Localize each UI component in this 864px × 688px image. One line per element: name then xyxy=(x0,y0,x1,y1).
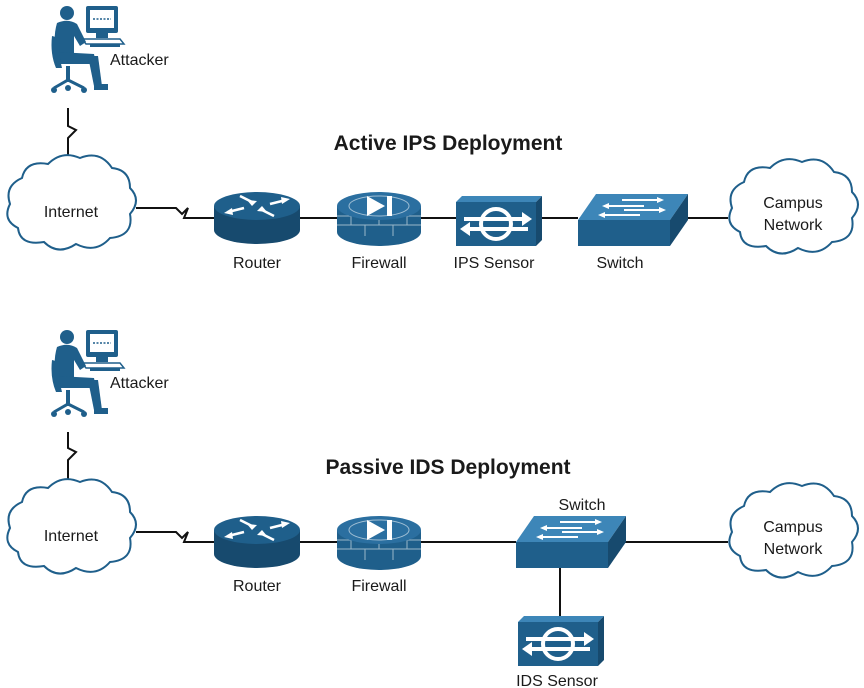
ids-sensor-label: IDS Sensor xyxy=(516,673,598,688)
ids-sensor-icon xyxy=(516,614,606,668)
internet-router-link xyxy=(136,531,214,543)
attacker-internet-link xyxy=(67,432,78,488)
passive-ids-section: Passive IDS Deployment Attacker Internet… xyxy=(6,328,859,688)
switch-label: Switch xyxy=(596,255,643,272)
firewall-icon xyxy=(336,515,422,571)
internet-label: Internet xyxy=(44,204,99,221)
ips-sensor-label: IPS Sensor xyxy=(454,255,536,272)
campus-label-line1: Campus xyxy=(763,519,823,536)
internet-label: Internet xyxy=(44,528,99,545)
firewall-label: Firewall xyxy=(351,578,406,595)
attacker-label: Attacker xyxy=(110,375,169,392)
router-label: Router xyxy=(233,255,282,272)
person-at-computer-icon xyxy=(49,4,126,95)
person-at-computer-icon xyxy=(49,328,126,419)
cloud-icon xyxy=(728,482,859,579)
ips-sensor-icon xyxy=(454,194,544,248)
cloud-icon xyxy=(6,154,137,251)
cloud-icon xyxy=(6,478,137,575)
active-section-title: Active IPS Deployment xyxy=(334,132,563,155)
campus-label-line2: Network xyxy=(764,217,824,234)
switch-icon xyxy=(577,193,689,247)
internet-router-link xyxy=(136,207,214,219)
switch-icon xyxy=(515,515,627,569)
passive-section-title: Passive IDS Deployment xyxy=(325,456,570,479)
attacker-label: Attacker xyxy=(110,52,169,69)
campus-label-line2: Network xyxy=(764,541,824,558)
attacker-internet-link xyxy=(67,108,78,164)
firewall-icon xyxy=(336,191,422,247)
cloud-icon xyxy=(728,158,859,255)
firewall-label: Firewall xyxy=(351,255,406,272)
router-icon xyxy=(212,514,302,570)
switch-label: Switch xyxy=(558,497,605,514)
campus-label-line1: Campus xyxy=(763,195,823,212)
active-ips-section: Active IPS Deployment Attacker Internet … xyxy=(6,4,859,272)
router-label: Router xyxy=(233,578,282,595)
router-icon xyxy=(212,190,302,246)
